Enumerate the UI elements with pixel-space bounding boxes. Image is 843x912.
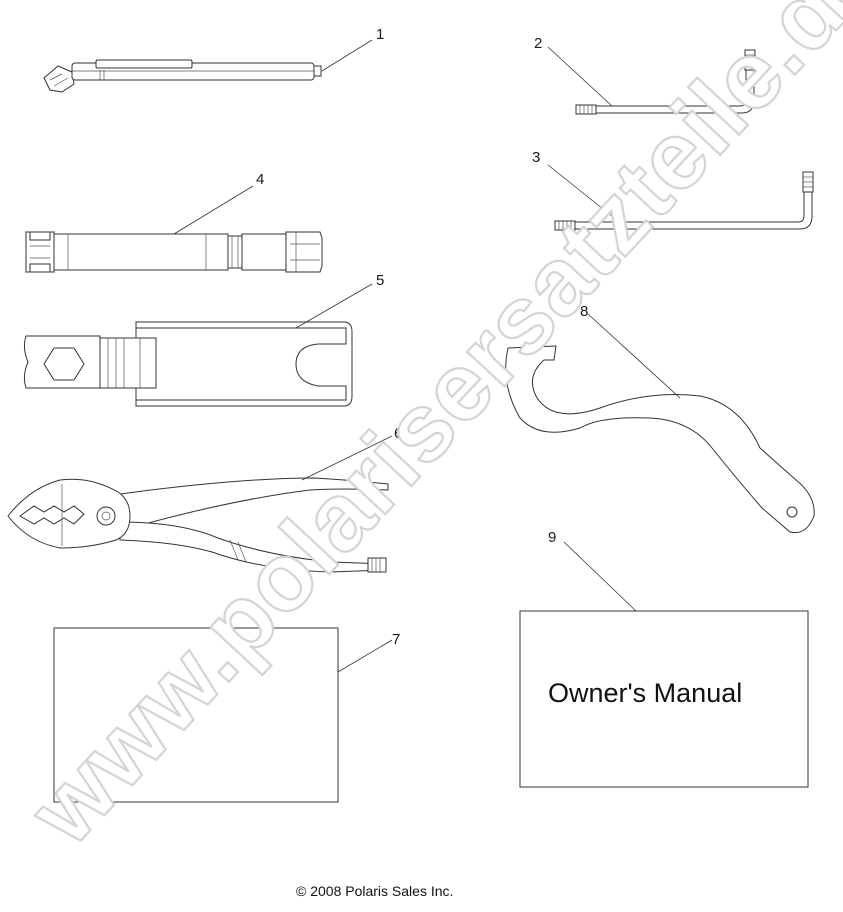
- owners-manual-box: [519, 610, 809, 788]
- callout-2: 2: [534, 35, 542, 52]
- tire-pressure-gauge: [43, 59, 322, 93]
- copyright-text: © 2008 Polaris Sales Inc.: [296, 883, 453, 899]
- torx-key-short: [575, 49, 756, 115]
- torx-key-long: [554, 171, 814, 231]
- callout-8: 8: [580, 303, 588, 320]
- open-end-wrench: [23, 321, 353, 407]
- document-blank: [53, 627, 339, 803]
- pliers: [7, 477, 389, 573]
- callout-6: 6: [394, 425, 402, 442]
- callout-1: 1: [376, 26, 384, 43]
- callout-5: 5: [376, 272, 384, 289]
- callout-4: 4: [256, 171, 264, 188]
- owners-manual-label: Owner's Manual: [548, 678, 742, 708]
- callout-9: 9: [548, 529, 556, 546]
- callout-7: 7: [392, 631, 400, 648]
- spanner-wrench: [505, 345, 815, 534]
- callout-3: 3: [532, 149, 540, 166]
- spark-plug-socket: [25, 231, 323, 273]
